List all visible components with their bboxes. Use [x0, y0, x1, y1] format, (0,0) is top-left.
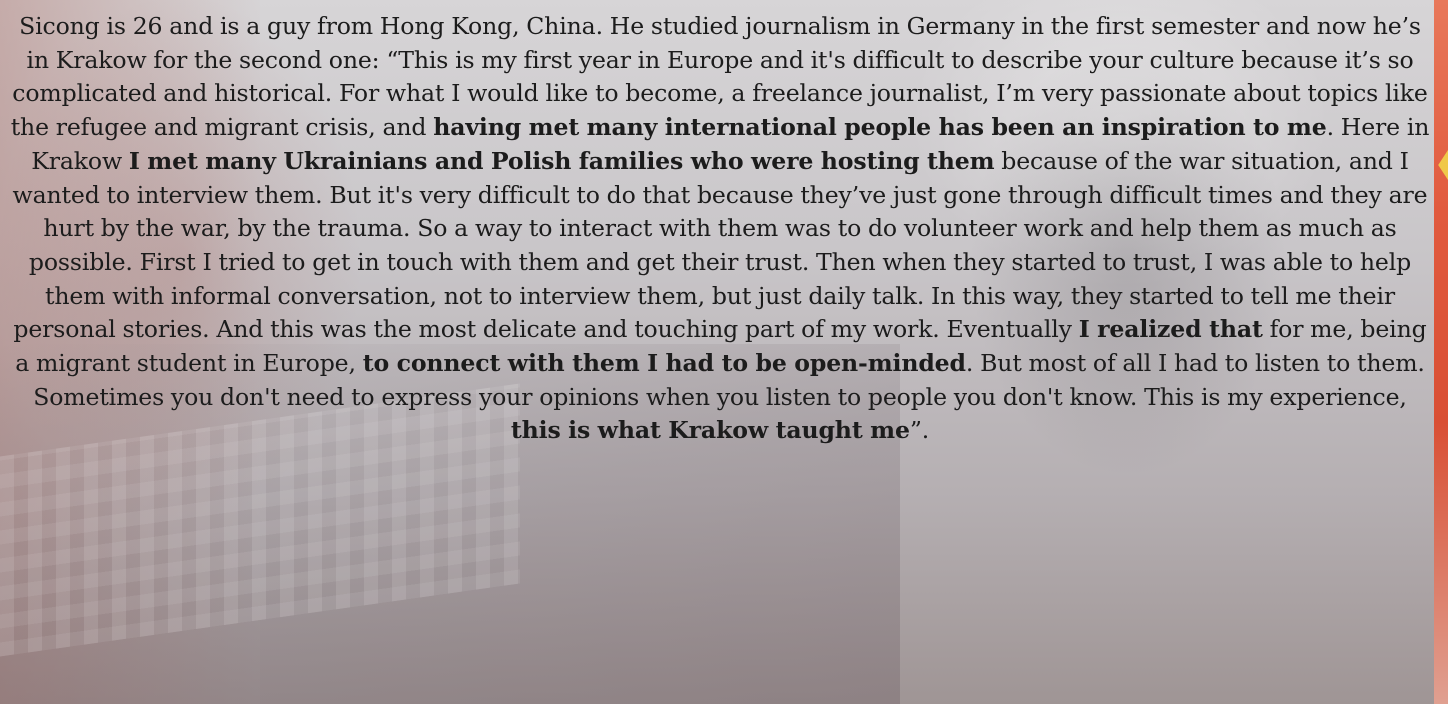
- background-tree: [868, 0, 1388, 704]
- story-highlight-4: to connect with them I had to be open-mi…: [362, 349, 966, 378]
- story-text-1: Sicong is 26 and is a guy from Hong Kong…: [10, 12, 1428, 142]
- flag-star-icon: [1438, 150, 1448, 180]
- story-text-4: for me, being a migrant student in Europ…: [15, 315, 1427, 378]
- background-flag: [1434, 0, 1448, 704]
- story-highlight-3: I realized that: [1078, 315, 1263, 344]
- story-highlight-5: this is what Krakow taught me: [510, 416, 910, 445]
- background-castle-wall: [0, 344, 900, 704]
- story-text-2: . Here in Krakow: [31, 113, 1430, 175]
- story-paragraph: Sicong is 26 and is a guy from Hong Kong…: [8, 10, 1432, 448]
- background-building: [0, 0, 260, 704]
- story-text-6: ”.: [909, 416, 930, 445]
- story-text-3: because of the war situation, and I want…: [12, 146, 1428, 344]
- story-highlight-2: I met many Ukrainians and Polish familie…: [128, 146, 995, 175]
- story-text-5: . But most of all I had to listen to the…: [33, 349, 1425, 411]
- story-highlight-1: having met many international people has…: [433, 113, 1327, 142]
